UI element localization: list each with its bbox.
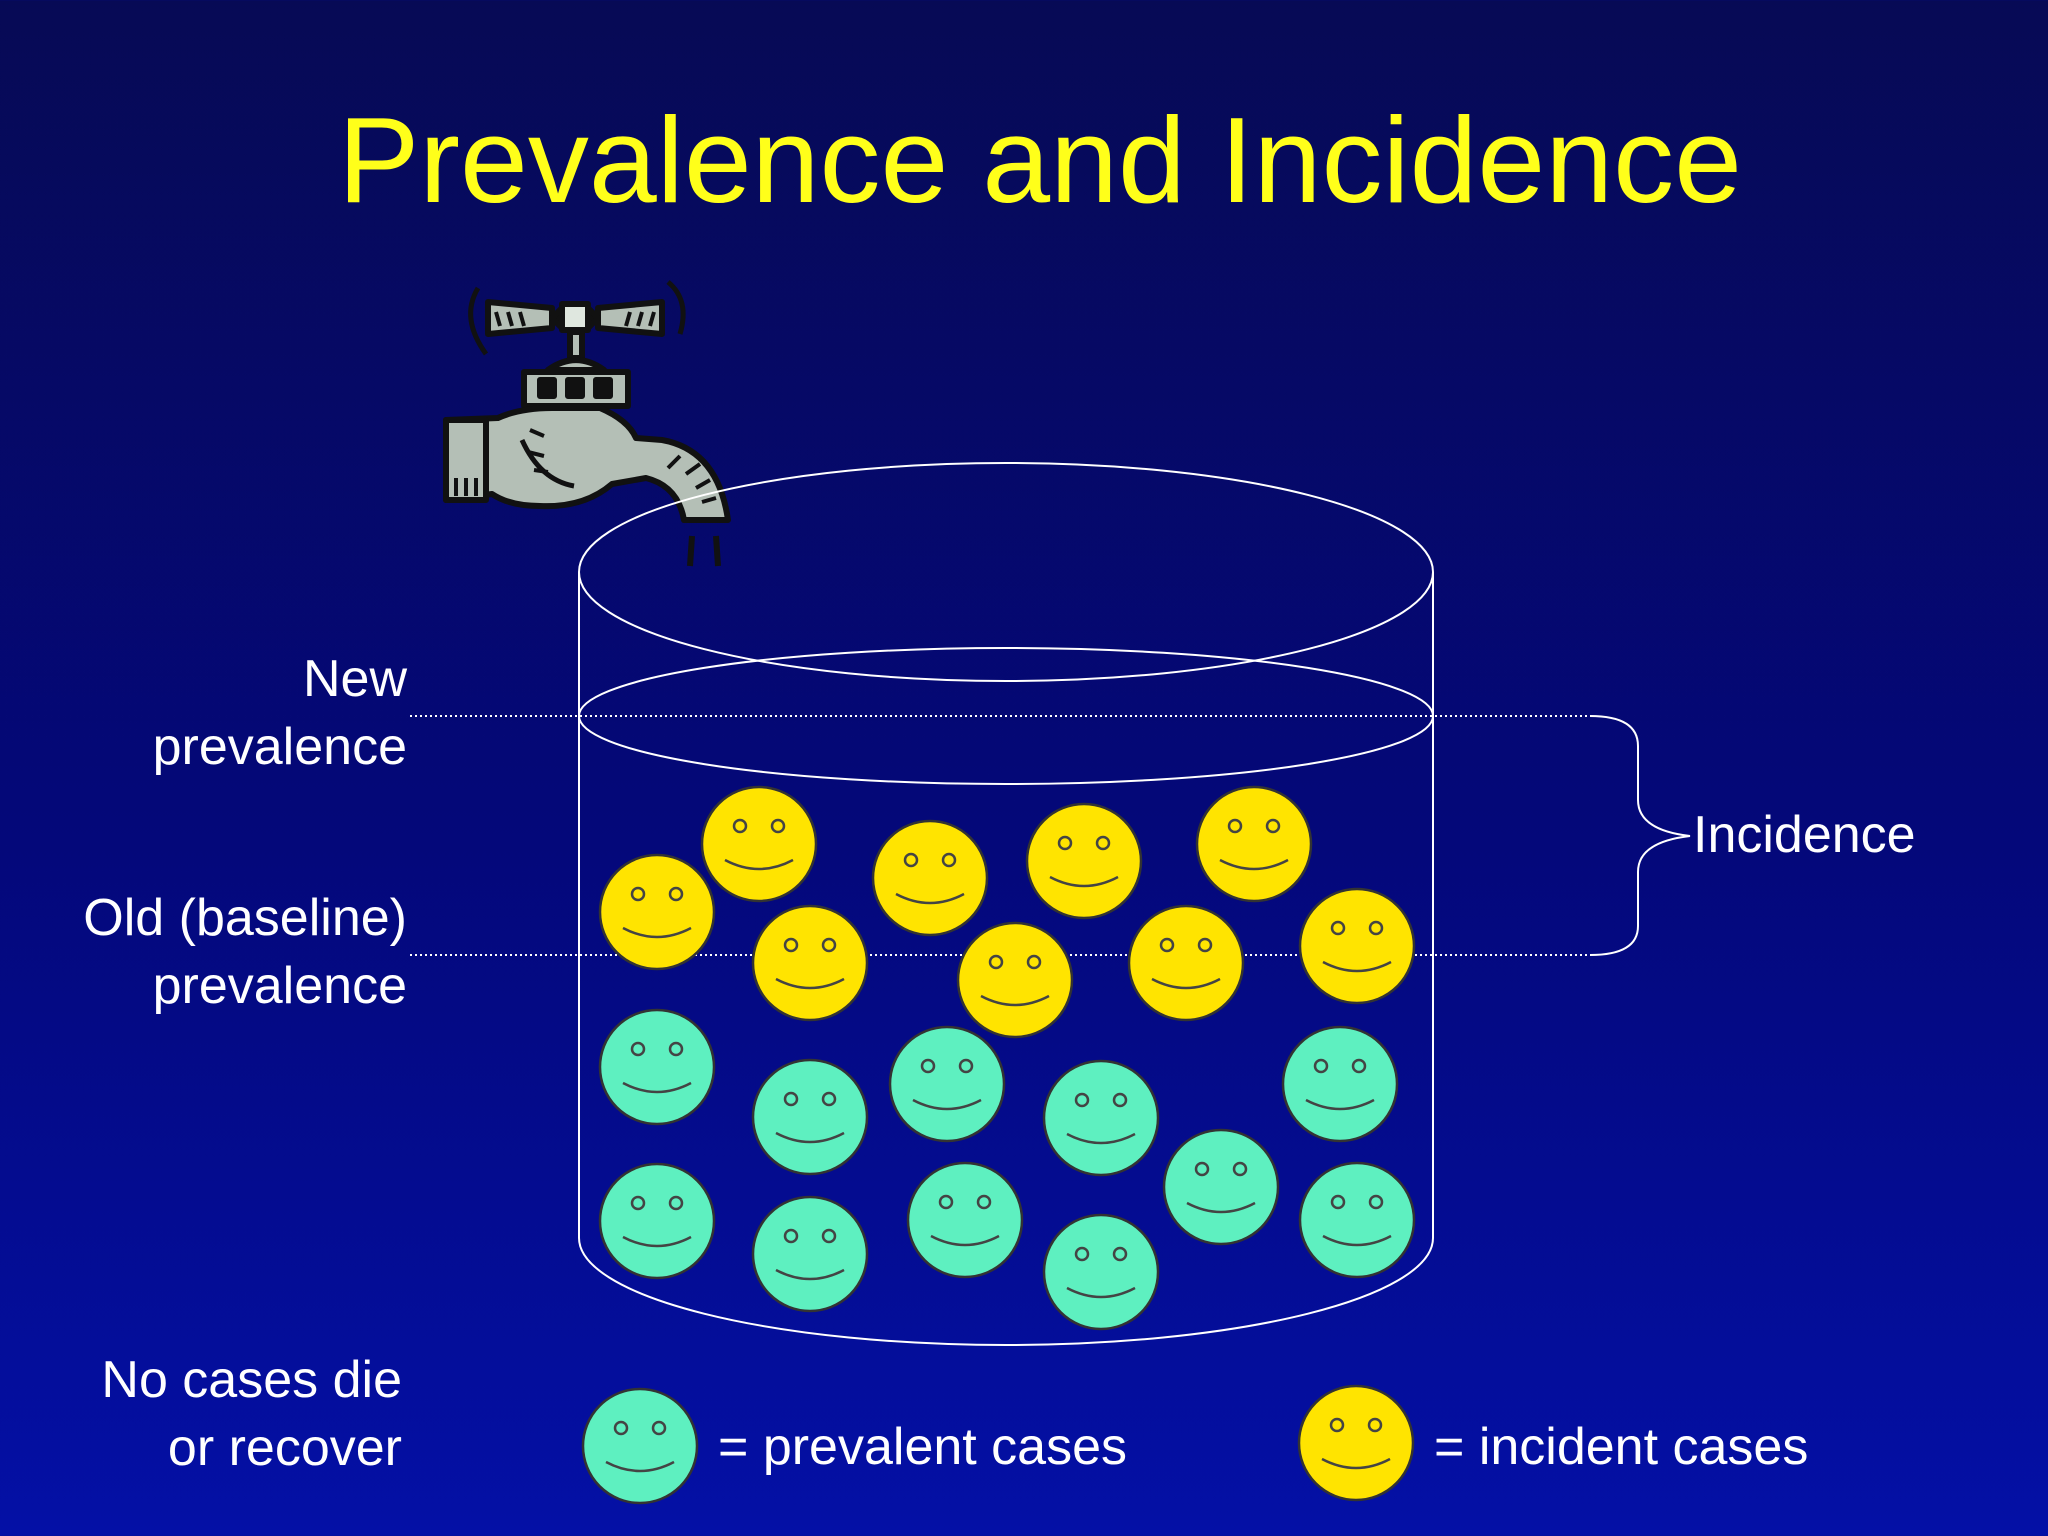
incidence-label: Incidence	[1693, 806, 1916, 864]
prevalent-case	[888, 1025, 1006, 1143]
prevalent-case	[1042, 1059, 1160, 1177]
incident-case	[598, 853, 716, 971]
incident-case	[956, 921, 1074, 1039]
no-cases-label-line2: or recover	[167, 1419, 402, 1477]
faucet-icon	[443, 280, 731, 567]
incident-case	[1127, 904, 1245, 1022]
prevalent-case	[1162, 1128, 1280, 1246]
fluid-surface	[578, 647, 1434, 785]
prevalent-case	[751, 1058, 869, 1176]
prevalent-case	[1298, 1161, 1416, 1279]
new-prevalence-label-line1: New	[302, 650, 407, 708]
legend-prevalent-marker	[581, 1387, 699, 1505]
old-prevalence-label-line2: prevalence	[152, 957, 407, 1015]
legend-prevalent-label: = prevalent cases	[718, 1418, 1128, 1476]
new-prevalence-label-line2: prevalence	[152, 718, 407, 776]
slide-title: Prevalence and Incidence	[338, 92, 1742, 228]
prevalent-case	[598, 1008, 716, 1126]
incident-case	[1025, 802, 1143, 920]
incident-case	[1195, 785, 1313, 903]
legend-incident-marker	[1297, 1384, 1415, 1502]
legend-incident-label: = incident cases	[1434, 1418, 1809, 1476]
incident-case	[871, 819, 989, 937]
incident-case	[751, 904, 869, 1022]
prevalent-case	[1042, 1213, 1160, 1331]
incident-case	[700, 785, 818, 903]
container-cylinder	[578, 462, 1434, 1346]
new-prevalence-label: New prevalence	[153, 645, 407, 781]
prevalent-case	[1281, 1025, 1399, 1143]
old-prevalence-label: Old (baseline) prevalence	[83, 884, 407, 1020]
no-cases-label: No cases die or recover	[101, 1346, 402, 1482]
no-cases-label-line1: No cases die	[101, 1351, 402, 1409]
old-prevalence-label-line1: Old (baseline)	[83, 889, 407, 947]
incident-case	[1298, 887, 1416, 1005]
prevalent-case	[751, 1195, 869, 1313]
prevalent-case	[906, 1161, 1024, 1279]
incidence-brace	[1589, 715, 1691, 956]
prevalent-case	[598, 1162, 716, 1280]
